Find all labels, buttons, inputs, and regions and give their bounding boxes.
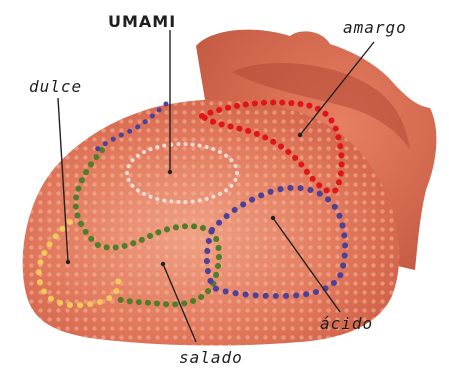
umami-label: UMAMI — [108, 12, 176, 31]
acido-leader-dot — [271, 216, 275, 220]
amargo-label: amargo — [343, 18, 407, 37]
salado-label: salado — [179, 348, 243, 367]
umami-leader-dot — [168, 170, 172, 174]
salado-leader-dot — [161, 262, 165, 266]
dulce-label: dulce — [29, 77, 82, 96]
acido-label: ácido — [320, 314, 373, 333]
dulce-leader-dot — [66, 260, 70, 264]
amargo-leader-dot — [298, 133, 302, 137]
